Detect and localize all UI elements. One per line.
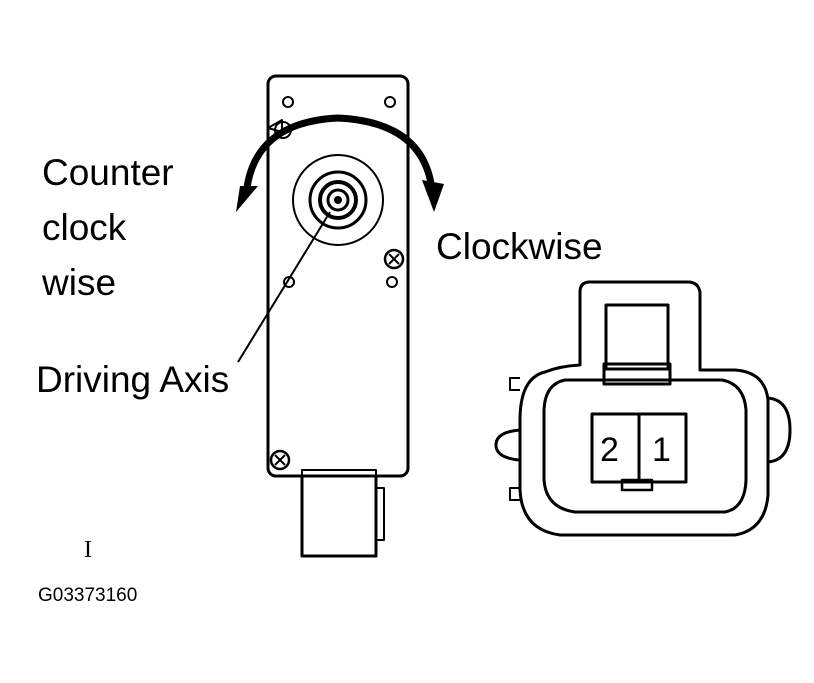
actuator-plug <box>300 469 385 558</box>
electrical-connector <box>494 280 792 537</box>
rotation-arrow-icon <box>242 114 436 197</box>
connector-pin-1: 1 <box>652 431 671 469</box>
cursor-mark: I <box>84 537 92 563</box>
arrowhead-left-icon <box>236 186 258 212</box>
counter-clockwise-label-line3: wise <box>42 262 117 303</box>
arrowhead-right-icon <box>422 180 444 212</box>
clockwise-label: Clockwise <box>436 226 603 267</box>
counter-clockwise-label-line1: Counter <box>42 152 174 193</box>
counter-clockwise-label-line2: clock <box>42 207 127 248</box>
screw-icon <box>269 449 291 471</box>
driving-axis-label: Driving Axis <box>36 359 230 400</box>
figure-code: G03373160 <box>38 585 138 606</box>
connector-pin-2: 2 <box>600 431 619 469</box>
driving-axis-leader <box>237 211 331 363</box>
actuator-housing <box>266 74 410 478</box>
screw-icon <box>383 248 405 270</box>
